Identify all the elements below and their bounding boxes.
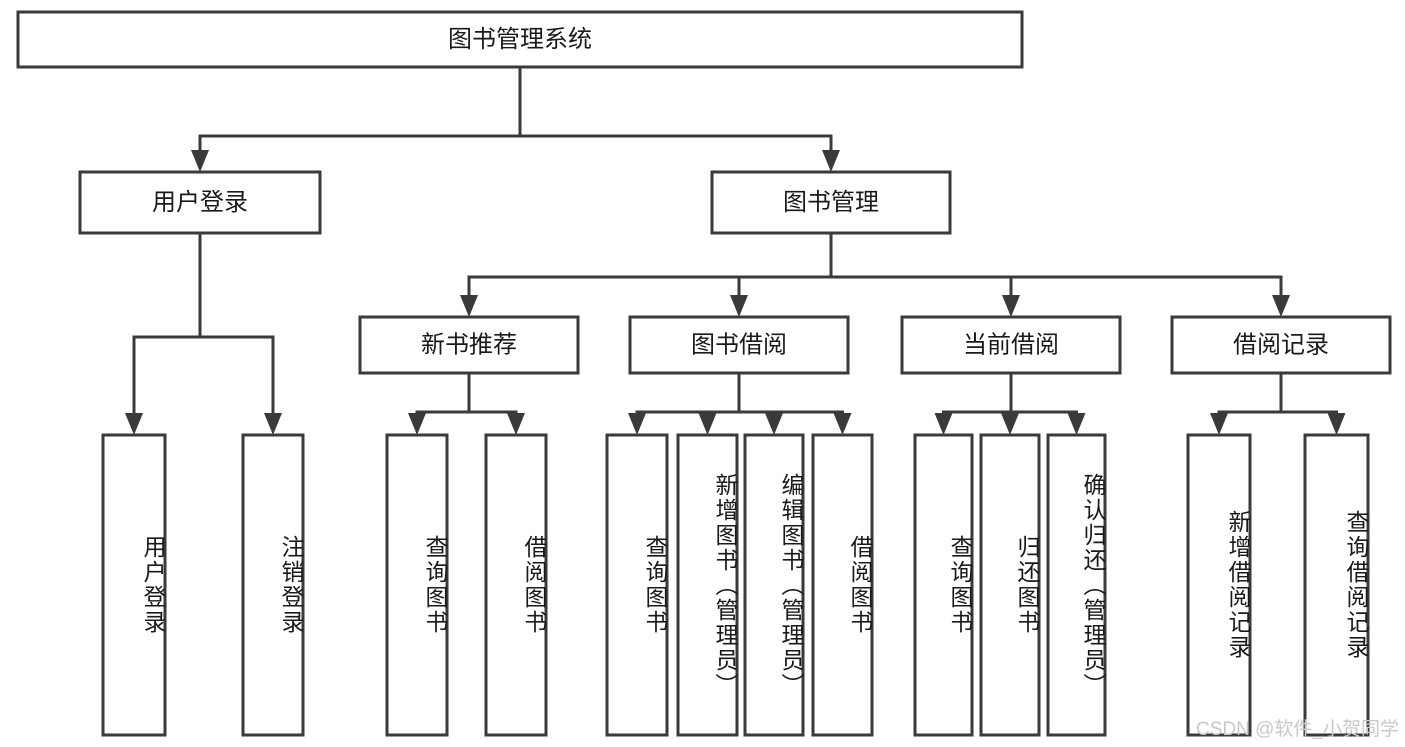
current-borrow-label: 当前借阅 bbox=[963, 331, 1059, 358]
csdn-watermark: CSDN @软件_小贺同学 bbox=[1196, 719, 1399, 740]
leaf-logout-login-label: 注销登录 bbox=[278, 535, 304, 635]
arrow-leaf-add-record bbox=[1210, 413, 1228, 435]
leaf-query-book-2-label: 查询图书 bbox=[642, 535, 668, 635]
arrow-borrow-record bbox=[1272, 295, 1290, 317]
leaf-query-record-label: 查询借阅记录 bbox=[1343, 510, 1369, 660]
leaf-logout-login-box[interactable] bbox=[241, 433, 305, 737]
leaf-add-record-label: 新增借阅记录 bbox=[1225, 510, 1251, 660]
borrow-record-box[interactable] bbox=[1170, 315, 1392, 375]
leaf-return-book-label: 归还图书 bbox=[1014, 535, 1040, 635]
arrow-book-manage bbox=[822, 150, 840, 172]
leaf-query-book-2-box[interactable] bbox=[605, 433, 669, 737]
connector-layer bbox=[125, 65, 1346, 435]
arrow-user-login bbox=[191, 150, 209, 172]
borrow-record-label: 借阅记录 bbox=[1233, 331, 1329, 358]
arrow-leaf-query-book-3 bbox=[934, 413, 953, 435]
leaf-borrow-book-1-label: 借阅图书 bbox=[521, 535, 547, 635]
current-borrow-box[interactable] bbox=[900, 315, 1122, 375]
arrow-leaf-borrow-book-2 bbox=[833, 413, 852, 435]
arrow-leaf-query-book-1 bbox=[408, 413, 426, 435]
leaf-add-book-box[interactable] bbox=[676, 433, 739, 737]
leaf-add-record-box[interactable] bbox=[1186, 433, 1252, 737]
book-borrow-label: 图书借阅 bbox=[691, 331, 787, 358]
leaf-return-book-box[interactable] bbox=[979, 433, 1041, 737]
arrow-leaf-add-book bbox=[698, 413, 717, 435]
arrow-leaf-user-login bbox=[125, 413, 143, 435]
leaf-user-login-label: 用户登录 bbox=[140, 535, 166, 635]
new-book-recommend-box[interactable] bbox=[358, 315, 580, 375]
arrow-leaf-edit-book bbox=[765, 413, 783, 435]
user-login-box[interactable] bbox=[78, 170, 322, 235]
book-borrow-box[interactable] bbox=[628, 315, 850, 375]
leaf-borrow-book-2-box[interactable] bbox=[811, 433, 874, 737]
leaf-edit-book-label: 编辑图书（管理员） bbox=[778, 472, 804, 698]
leaf-query-book-1-label: 查询图书 bbox=[422, 535, 448, 635]
leaf-query-book-3-box[interactable] bbox=[913, 433, 974, 737]
leaf-borrow-book-2-label: 借阅图书 bbox=[847, 535, 873, 635]
arrow-leaf-query-book-2 bbox=[628, 413, 646, 435]
leaf-query-record-box[interactable] bbox=[1303, 433, 1370, 737]
leaf-query-book-3-label: 查询图书 bbox=[947, 535, 973, 635]
book-manage-box[interactable] bbox=[710, 170, 952, 235]
system-title-label: 图书管理系统 bbox=[448, 26, 592, 53]
arrow-leaf-confirm-return bbox=[1067, 413, 1086, 435]
node-box-layer bbox=[16, 10, 1392, 737]
arrow-current-borrow bbox=[1002, 295, 1020, 317]
leaf-user-login-box[interactable] bbox=[101, 433, 167, 737]
new-book-recommend-label: 新书推荐 bbox=[421, 331, 517, 358]
leaf-edit-book-box[interactable] bbox=[743, 433, 805, 737]
arrow-leaf-query-record bbox=[1327, 413, 1346, 435]
leaf-confirm-return-label: 确认归还（管理员） bbox=[1080, 472, 1106, 698]
user-login-label: 用户登录 bbox=[152, 189, 248, 216]
arrow-leaf-logout-login bbox=[264, 413, 282, 435]
arrow-new-book-recommend bbox=[460, 295, 478, 317]
arrow-leaf-borrow-book-1 bbox=[507, 413, 525, 435]
arrow-book-borrow bbox=[730, 295, 748, 317]
leaf-confirm-return-box[interactable] bbox=[1046, 433, 1107, 737]
leaf-borrow-book-1-box[interactable] bbox=[484, 433, 548, 737]
system-title-box[interactable] bbox=[16, 10, 1024, 69]
leaf-add-book-label: 新增图书（管理员） bbox=[712, 472, 738, 698]
book-manage-label: 图书管理 bbox=[783, 189, 879, 216]
arrow-leaf-return-book bbox=[1001, 413, 1019, 435]
leaf-query-book-1-box[interactable] bbox=[385, 433, 449, 737]
